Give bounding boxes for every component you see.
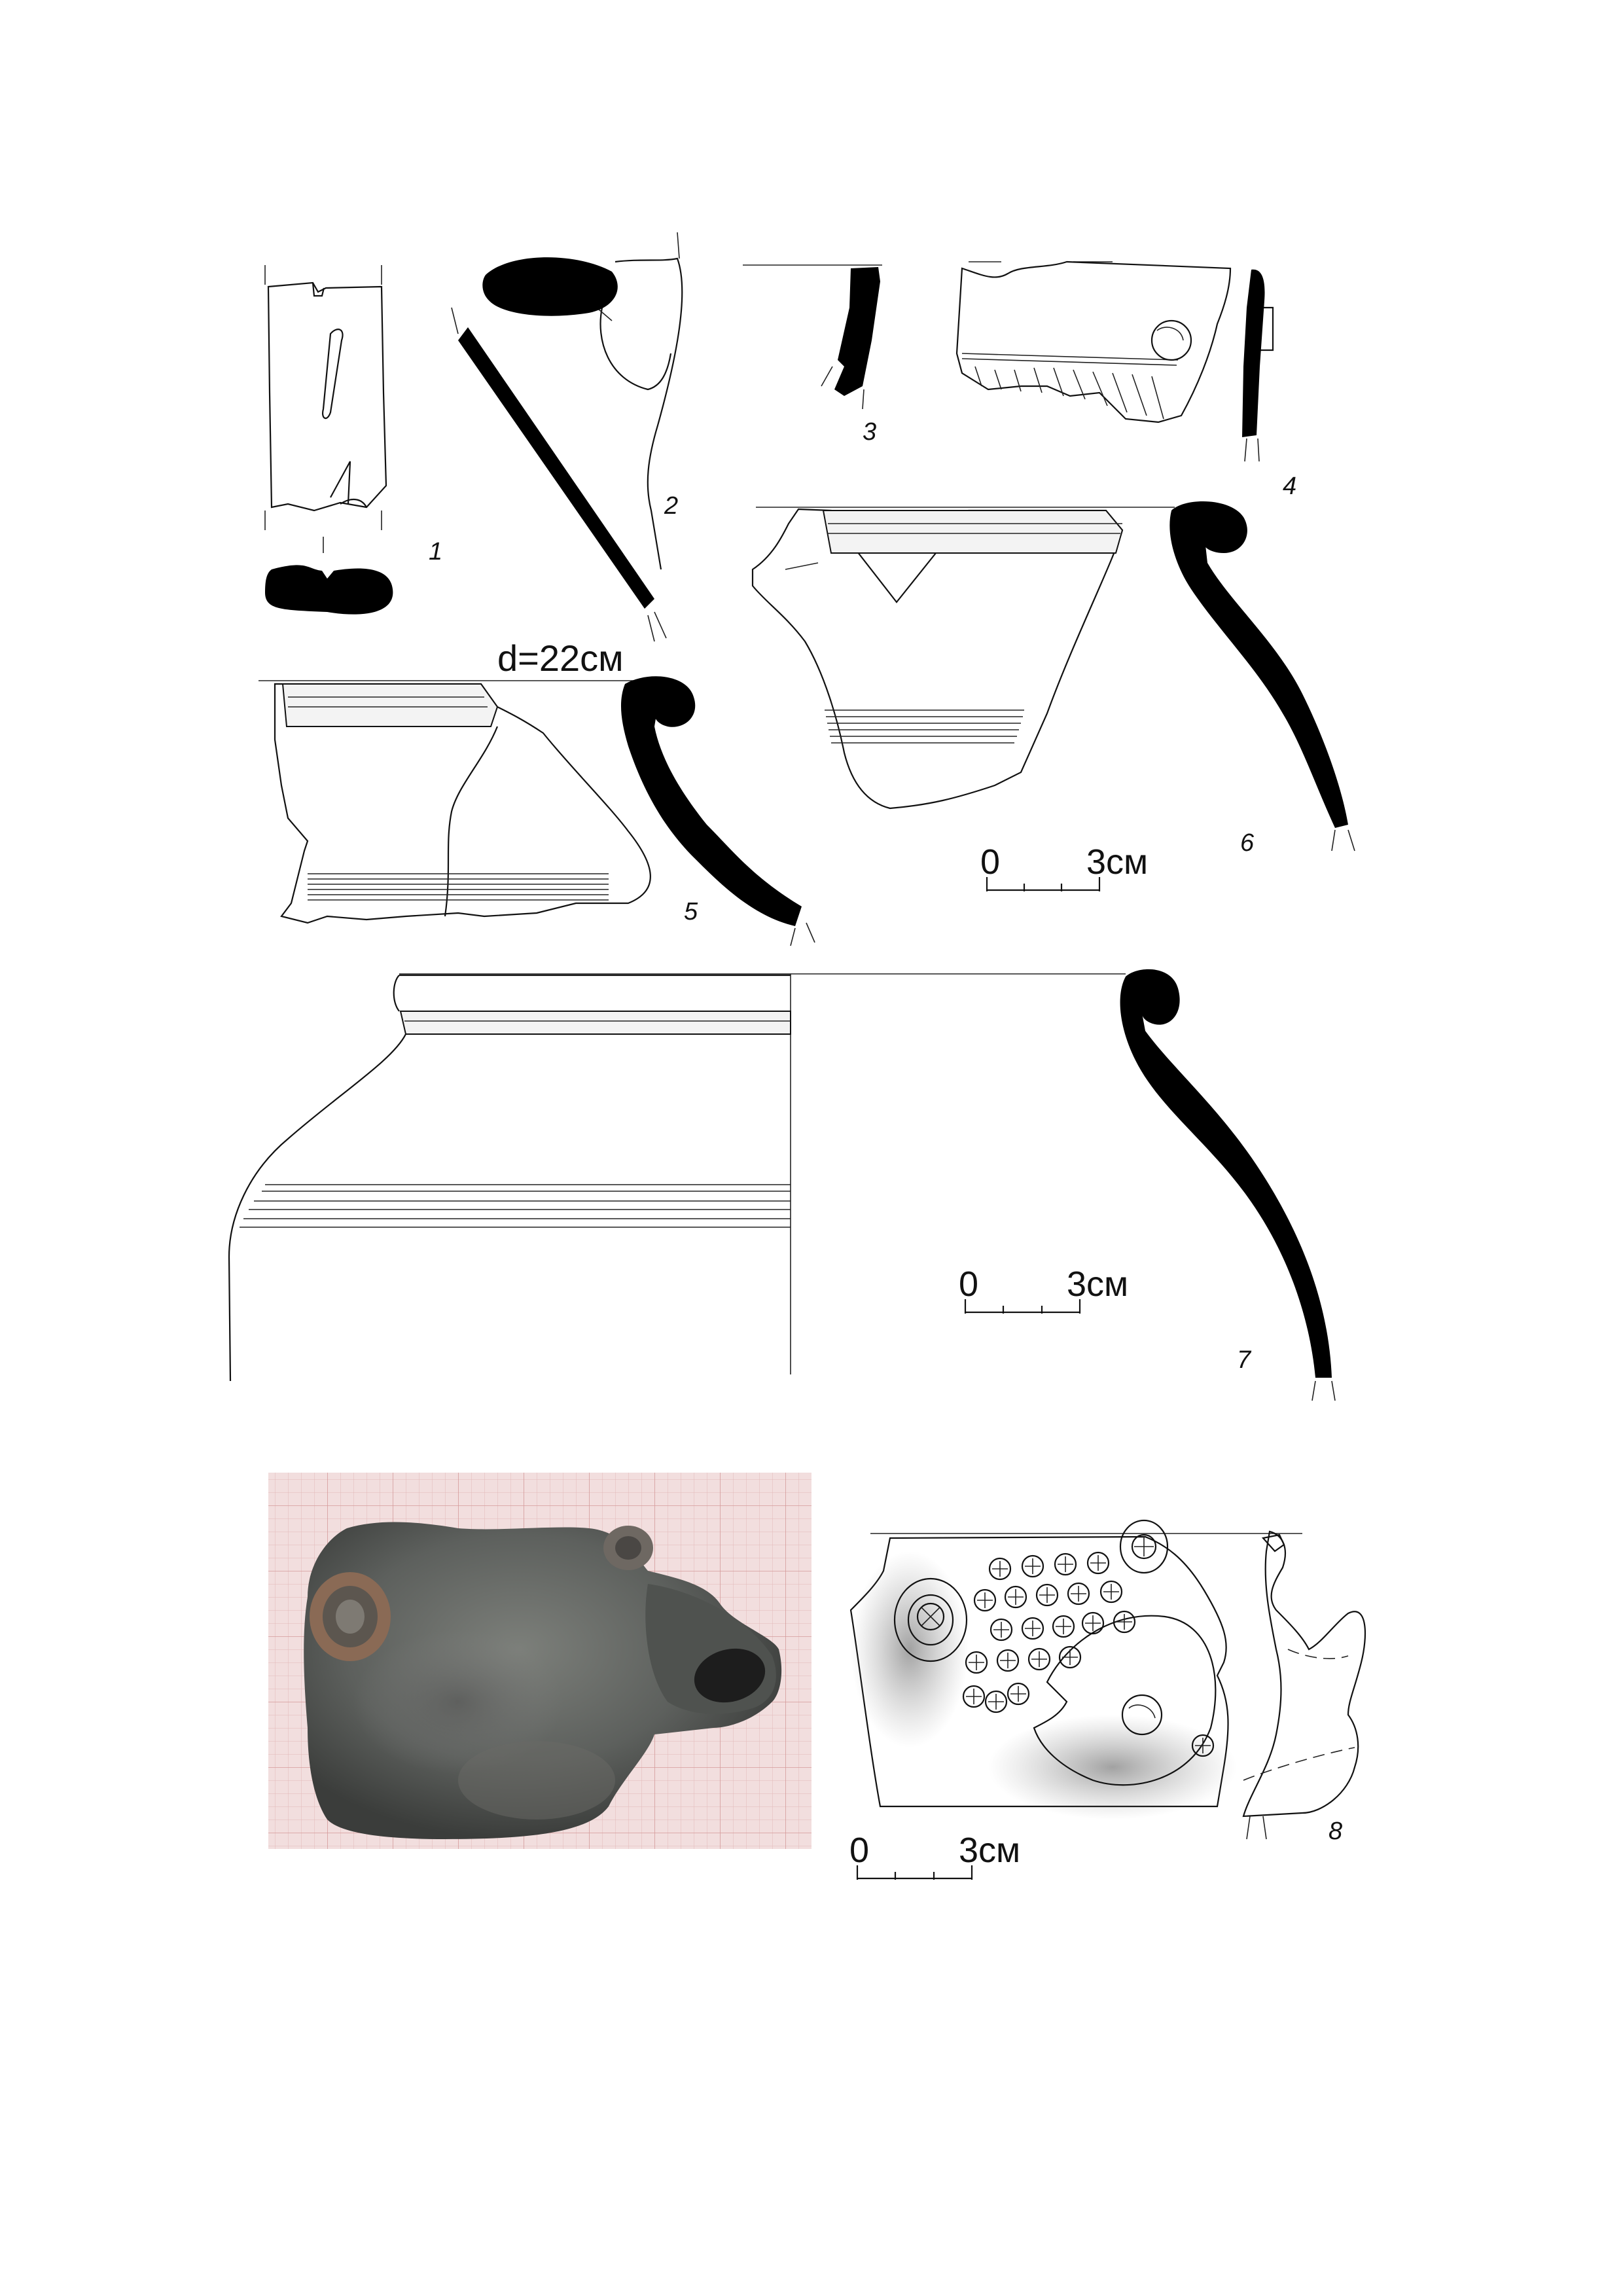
scale-bar-3-end: 3см: [959, 1831, 1020, 1870]
fragment-7: [228, 969, 1336, 1401]
fragment-1: [264, 265, 393, 615]
fragment-4: [955, 260, 1274, 462]
scale-bar-2: 0 3см: [959, 1265, 1128, 1314]
diameter-label: d=22см: [497, 637, 624, 679]
fragment-2: [451, 232, 683, 642]
fragment-8: [849, 1519, 1366, 1840]
scale-bar-1-end: 3см: [1086, 842, 1148, 882]
figure-label-8: 8: [1329, 1818, 1342, 1845]
figure-label-7: 7: [1237, 1346, 1252, 1374]
figure-label-3: 3: [863, 418, 876, 446]
stamped-rosettes: [962, 1551, 1215, 1757]
figure-label-5: 5: [684, 898, 698, 925]
scale-bar-1-start: 0: [980, 842, 1000, 882]
figure-label-2: 2: [664, 492, 678, 520]
photo-vessel-fragment: [268, 1473, 812, 1849]
figure-label-4: 4: [1283, 473, 1296, 500]
figure-label-6: 6: [1240, 829, 1255, 857]
fragment-5: [259, 676, 815, 946]
scale-bar-2-end: 3см: [1067, 1265, 1128, 1304]
scale-bar-3-start: 0: [849, 1831, 869, 1870]
scale-bar-3: 0 3см: [849, 1831, 1020, 1880]
figure-label-1: 1: [429, 538, 442, 565]
fragment-3: [743, 264, 882, 410]
scale-bar-1: 0 3см: [980, 842, 1148, 891]
scale-bar-2-start: 0: [959, 1265, 978, 1304]
fragment-6: [751, 501, 1355, 852]
